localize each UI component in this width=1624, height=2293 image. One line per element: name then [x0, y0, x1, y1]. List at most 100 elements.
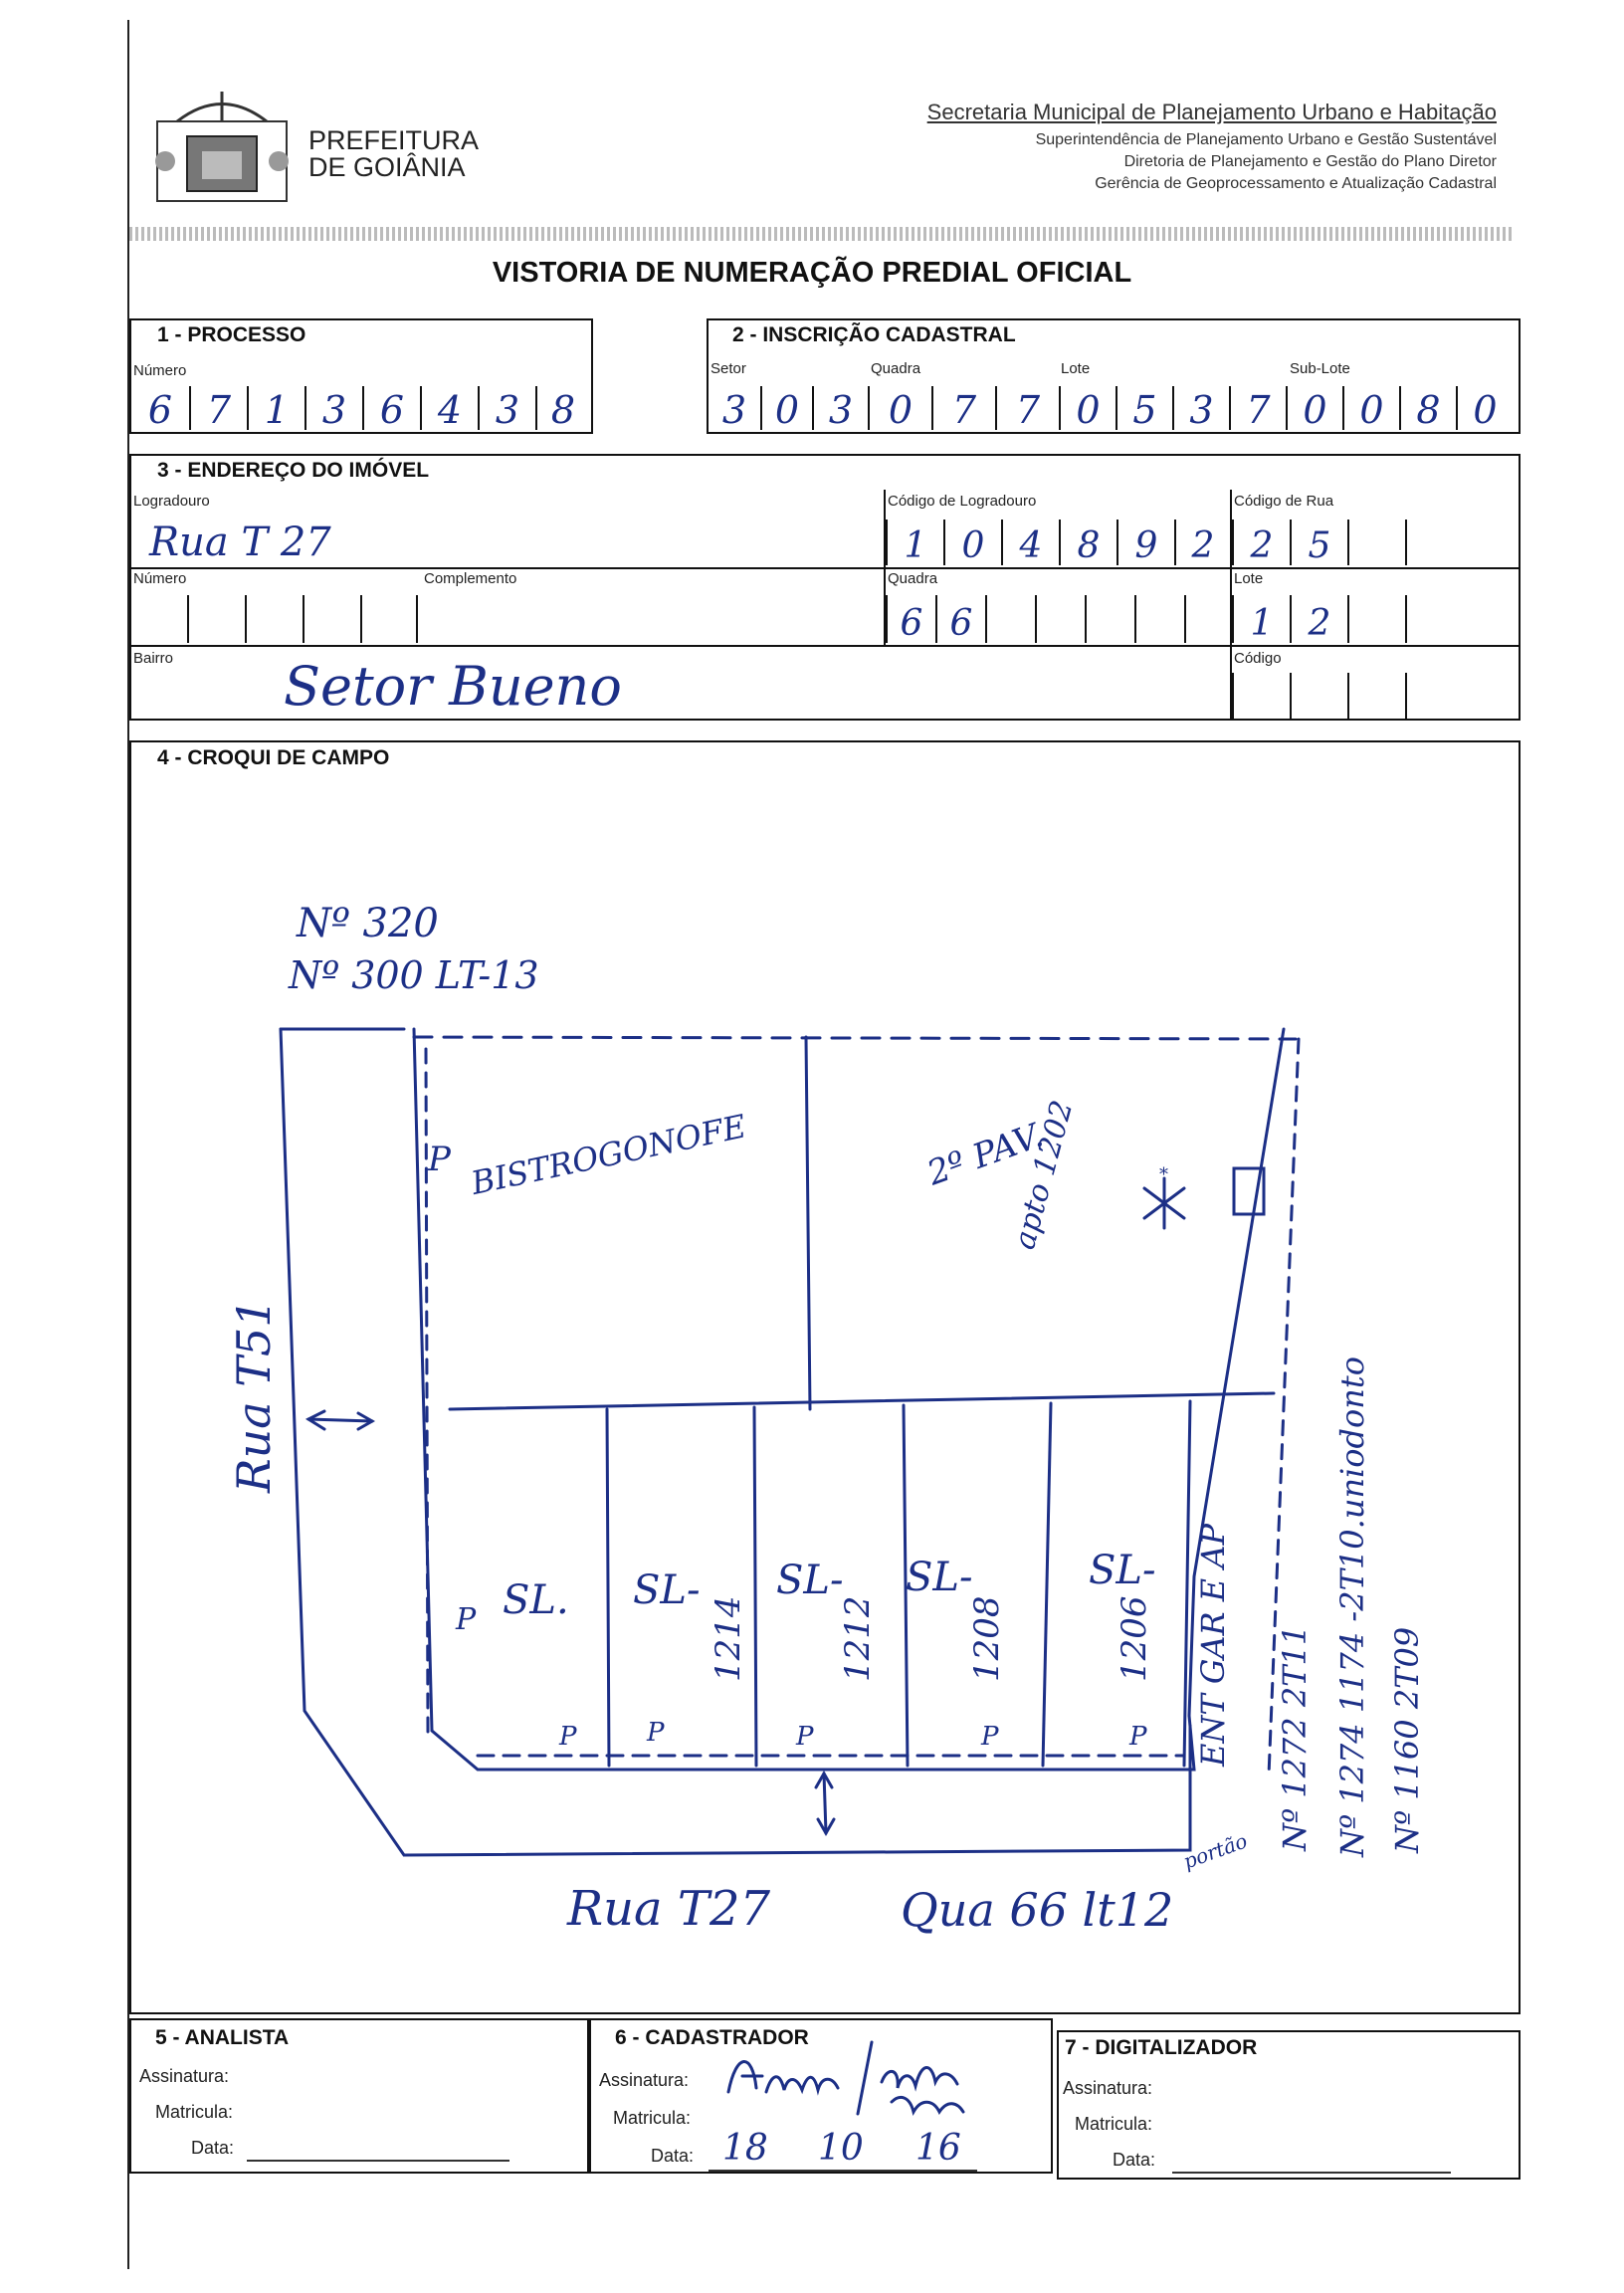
codigo-cell — [1405, 673, 1463, 719]
cadastrador-title: 6 - CADASTRADOR — [615, 2026, 809, 2049]
numero-cell — [303, 595, 360, 643]
door-p: P — [981, 1722, 999, 1752]
endereco-row-divider-2 — [129, 645, 1521, 647]
codigo-logradouro-digit: 1 — [886, 520, 943, 565]
numero-label: Número — [133, 570, 187, 587]
codigo-logradouro-label: Código de Logradouro — [888, 493, 1037, 510]
analista-title: 5 - ANALISTA — [155, 2026, 290, 2049]
col-divider — [884, 490, 886, 645]
org-line2: DE GOIÂNIA — [308, 152, 466, 182]
cadastrador-date-year: 16 — [915, 2128, 961, 2169]
sublote-digit: 8 — [1399, 386, 1456, 430]
numero-cell — [360, 595, 418, 643]
cadastrador-date-line — [709, 2170, 977, 2172]
quadra-digit — [1134, 595, 1184, 643]
analista-assinatura-label: Assinatura: — [139, 2066, 230, 2086]
croqui-title: 4 - CROQUI DE CAMPO — [157, 746, 390, 769]
analista-data-label: Data: — [191, 2138, 235, 2158]
codigo-cell — [1290, 673, 1347, 719]
croqui-right-number-3: Nº 1160 2T09 — [1388, 1626, 1426, 1853]
cadastrador-date-day: 18 — [722, 2128, 768, 2169]
croqui-right-number-2: Nº 1274 1174 -2T10.uniodonto — [1333, 1355, 1371, 1857]
croqui-star-label: * — [1159, 1164, 1168, 1185]
croqui-sketch — [279, 1027, 1301, 1857]
croqui-rua-left: Rua T51 — [227, 1298, 281, 1493]
setor-digit: 0 — [760, 386, 812, 430]
quadra-digit: 0 — [868, 386, 931, 430]
quadra-digit: 7 — [995, 386, 1059, 430]
header-agencies: Secretaria Municipal de Planejamento Urb… — [927, 100, 1497, 193]
processo-numero-label: Número — [133, 362, 187, 379]
cadastrador-signature — [726, 2040, 965, 2116]
codigo-logradouro-digit: 0 — [943, 520, 1001, 565]
processo-digit: 6 — [362, 386, 420, 430]
lote-label: Lote — [1234, 570, 1264, 587]
setor-digit: 3 — [812, 386, 868, 430]
processo-digit: 3 — [478, 386, 535, 430]
sublote-label: Sub-Lote — [1290, 360, 1350, 377]
lote-digit: 1 — [1232, 595, 1290, 643]
codigo-label: Código — [1234, 650, 1282, 667]
lote-digit — [1347, 595, 1405, 643]
codigo-logradouro-digit: 8 — [1059, 520, 1116, 565]
codigo-rua-digit: 5 — [1290, 520, 1347, 565]
cadastrador-matricula-label: Matricula: — [613, 2108, 692, 2128]
endereco-box — [129, 454, 1521, 721]
form-title: VISTORIA DE NUMERAÇÃO PREDIAL OFICIAL — [492, 257, 1132, 289]
quadra-digit: 7 — [931, 386, 995, 430]
cadastrador-assinatura-label: Assinatura: — [599, 2070, 690, 2090]
processo-box — [129, 318, 593, 434]
quadra-digit — [1035, 595, 1085, 643]
codigo-rua-digit — [1405, 520, 1463, 565]
col-divider — [1230, 490, 1232, 719]
processo-digit: 4 — [420, 386, 478, 430]
processo-digit: 3 — [304, 386, 362, 430]
croqui-p-top: P — [428, 1140, 451, 1179]
quadra-label: Quadra — [871, 360, 921, 377]
sublote-digit: 0 — [1286, 386, 1342, 430]
org-line1: PREFEITURA — [308, 125, 480, 155]
croqui-note-2: Nº 300 LT-13 — [289, 953, 539, 997]
digitalizador-matricula-label: Matricula: — [1075, 2114, 1153, 2134]
logradouro-label: Logradouro — [133, 493, 210, 510]
processo-title: 1 - PROCESSO — [157, 323, 306, 346]
analista-matricula-label: Matricula: — [155, 2102, 234, 2122]
quadra-digit — [985, 595, 1035, 643]
inscricao-digits: 3 0 3 0 7 7 0 5 3 7 0 0 8 0 — [709, 386, 1513, 430]
croqui-rua-bottom: Rua T27 — [567, 1881, 771, 1937]
sala-number: 1206 — [1115, 1595, 1154, 1682]
header-divider — [129, 227, 1513, 241]
croqui-p-lower: P — [456, 1602, 477, 1637]
croqui-note-1: Nº 320 — [297, 901, 439, 946]
croqui-ent-gar: ENT GAR E AP — [1194, 1524, 1232, 1767]
door-p: P — [796, 1722, 814, 1752]
analista-box — [129, 2018, 589, 2174]
codigo-logradouro-digit: 4 — [1001, 520, 1059, 565]
processo-digit: 7 — [189, 386, 247, 430]
analista-date-line — [247, 2160, 509, 2162]
complemento-label: Complemento — [424, 570, 517, 587]
sala-label: SL- — [1089, 1548, 1156, 1593]
lote-digit: 0 — [1059, 386, 1116, 430]
croqui-right-number-1: Nº 1272 2T11 — [1276, 1624, 1314, 1851]
endereco-row-divider-1 — [129, 567, 1521, 569]
codigo-logradouro-digit: 2 — [1174, 520, 1230, 565]
codigo-rua-digit — [1347, 520, 1405, 565]
setor-digit: 3 — [721, 388, 747, 432]
numero-cell — [245, 595, 303, 643]
margin-line — [127, 20, 129, 2269]
door-p: P — [1129, 1722, 1147, 1752]
quadra-digit: 6 — [935, 595, 985, 643]
sublote-digit: 0 — [1342, 386, 1399, 430]
sala-label: SL- — [906, 1555, 973, 1600]
cadastrador-data-label: Data: — [651, 2146, 695, 2166]
codigo-logradouro-digits: 1 0 4 8 9 2 — [886, 520, 1230, 565]
inscricao-title: 2 - INSCRIÇÃO CADASTRAL — [732, 323, 1016, 346]
quadra-digit — [1184, 595, 1230, 643]
sala-number: 1212 — [838, 1595, 878, 1682]
sala-label: SL- — [776, 1558, 844, 1603]
quadra-digit — [1085, 595, 1134, 643]
diretoria: Diretoria de Planejamento e Gestão do Pl… — [1123, 153, 1497, 170]
codigo-rua-label: Código de Rua — [1234, 493, 1334, 510]
lote-digit: 5 — [1116, 386, 1172, 430]
